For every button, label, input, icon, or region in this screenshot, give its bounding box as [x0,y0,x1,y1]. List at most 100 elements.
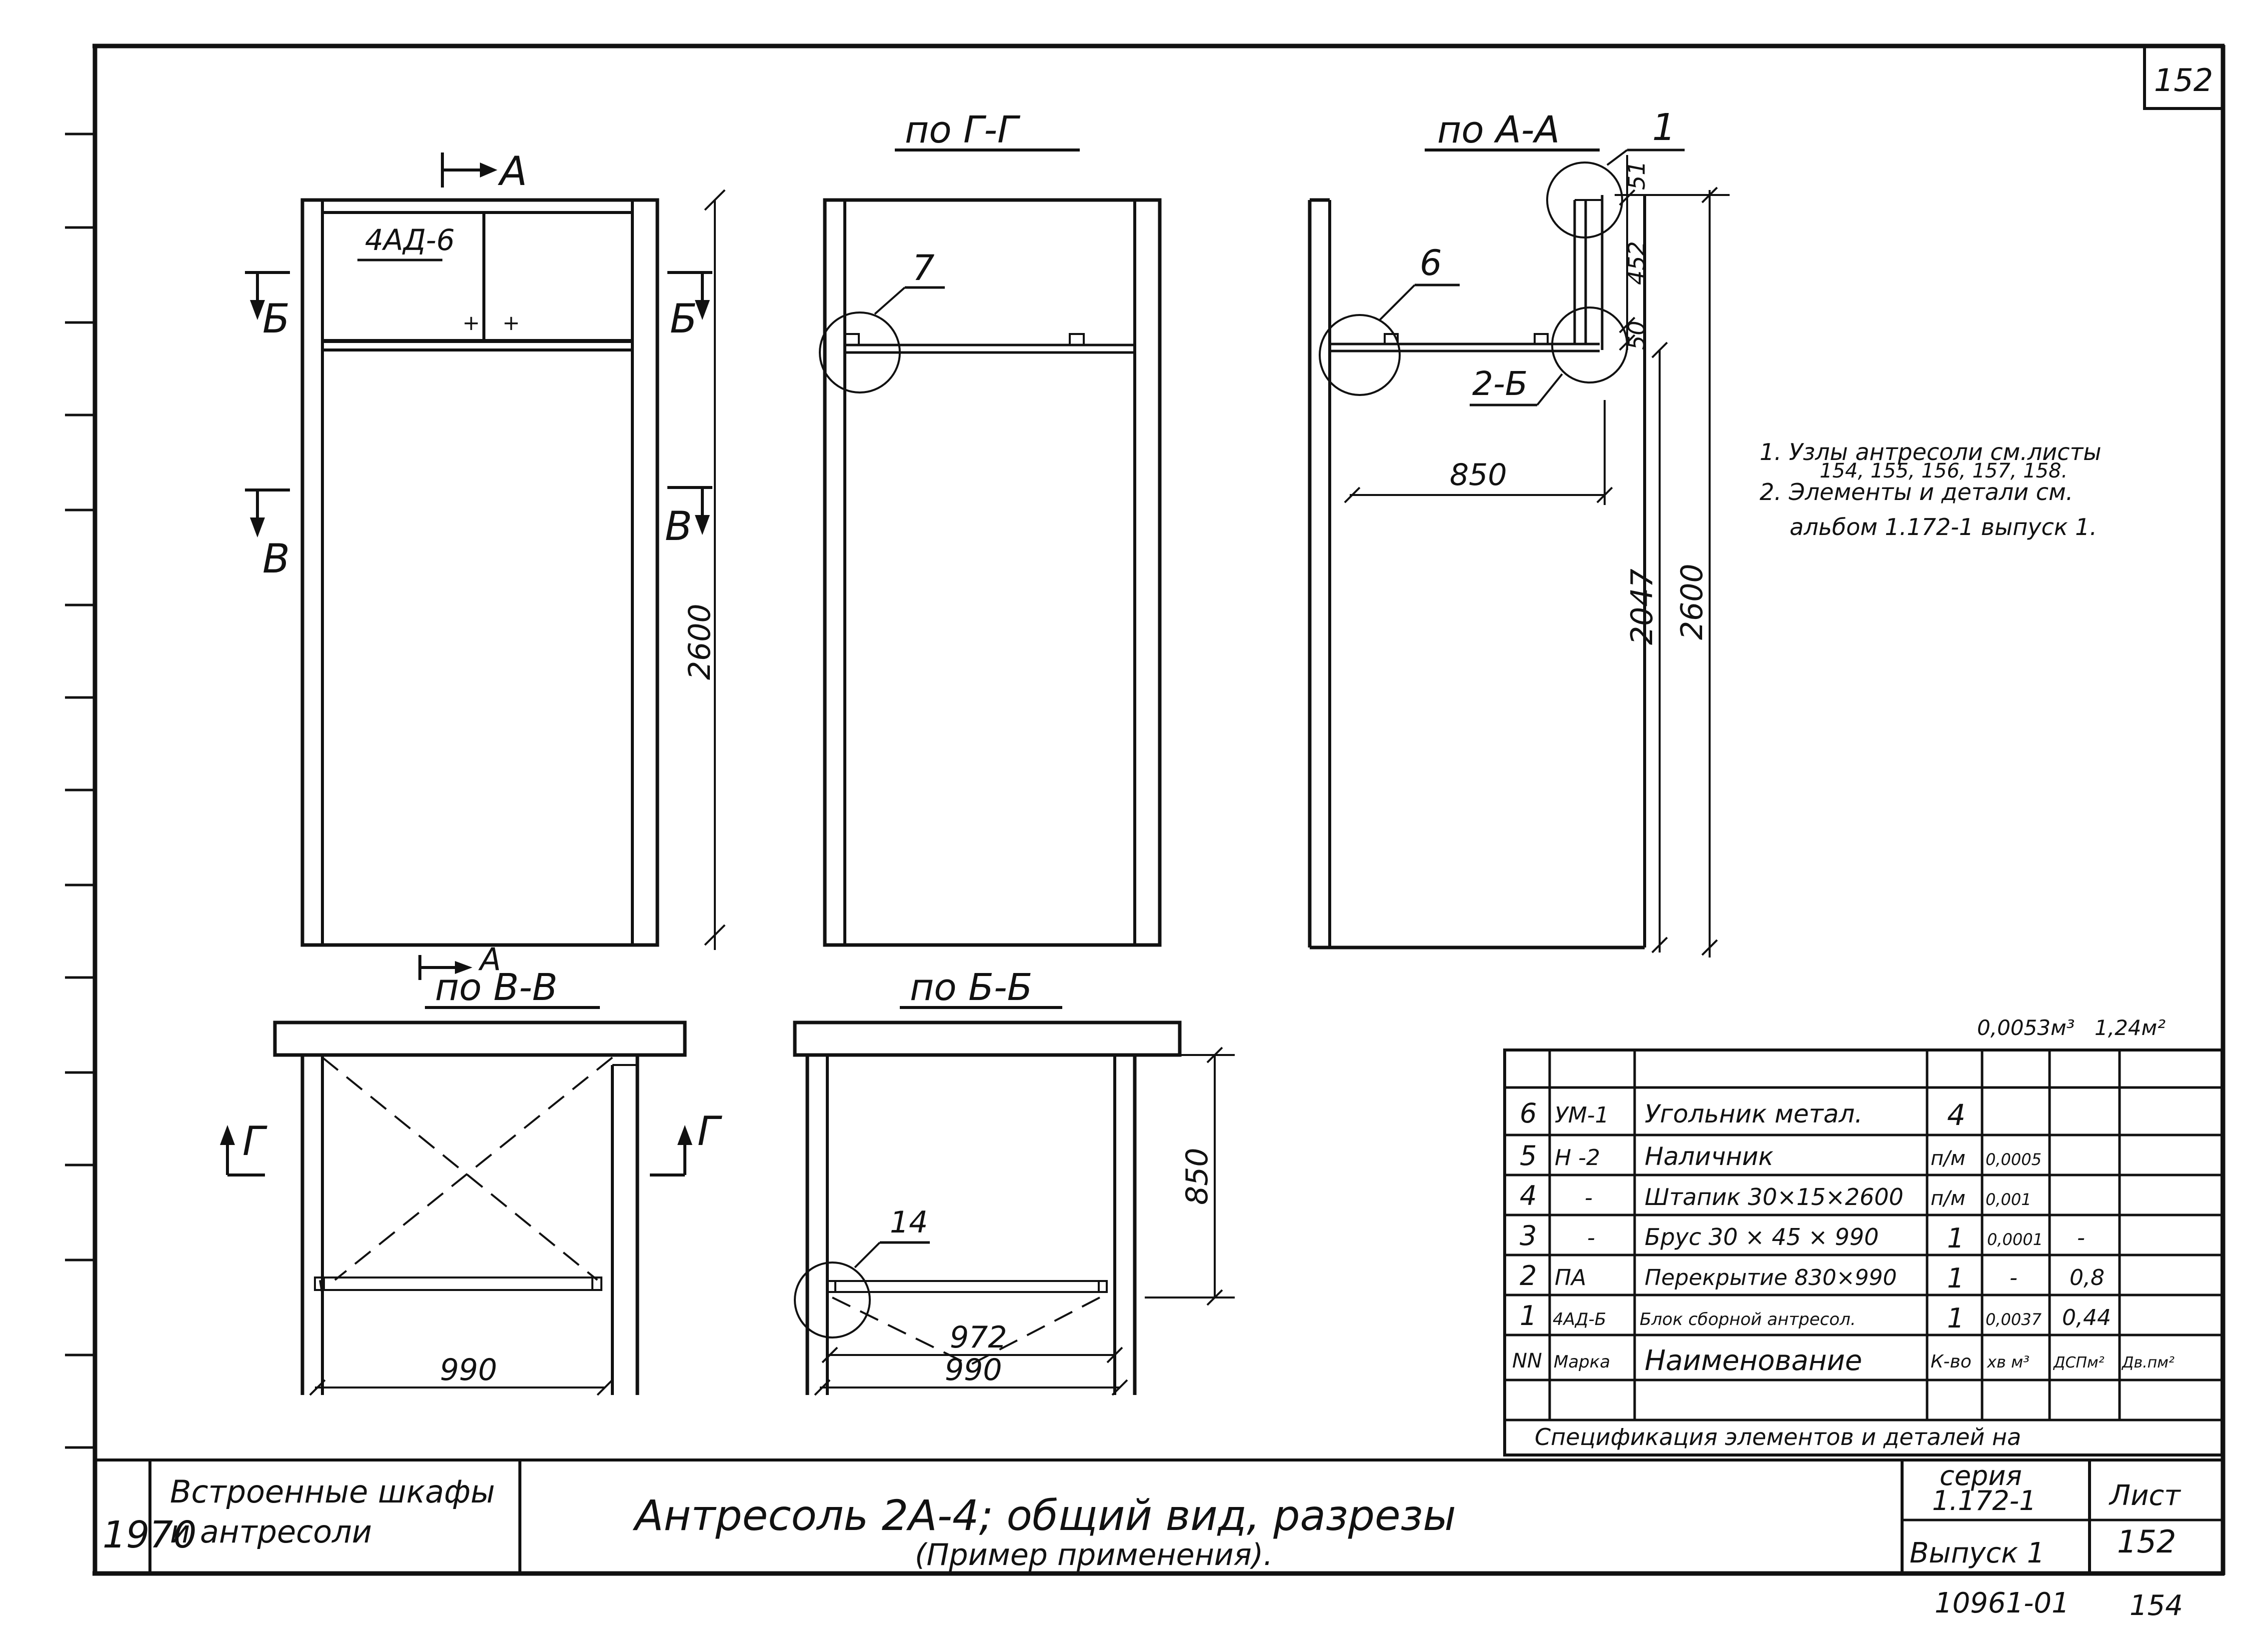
spec-cell-nn: 3 [1520,1220,1537,1252]
stamp-bottom-right: 154 [2130,1590,2183,1622]
spec-cell-c2: 0,8 [2070,1265,2105,1290]
section-a-callout-1: 1 [1652,106,1676,149]
section-v-cut-a: А [478,941,501,978]
plus-mark: + [502,310,520,335]
section-g-title: по Г-Г [905,108,1021,152]
section-a-dim-850: 850 [1450,458,1507,492]
spec-cell-name: Брус 30 × 45 × 990 [1645,1224,1879,1250]
section-a-dim-2047: 2047 [1625,568,1660,645]
arrow-up-icon [677,1125,692,1145]
title-block: 1970 Встроенные шкафы и антресоли Антрес… [95,1458,2223,1622]
arrow-up-icon [220,1125,235,1145]
spec-total-2: 1,24м² [2095,1016,2166,1040]
section-v-cut-g-right: Г [697,1108,722,1154]
spec-cell-name: Угольник метал. [1645,1100,1863,1128]
spec-header-row: NN Марка Наименование К-во хв м³ ДСПм² Д… [1512,1344,2175,1377]
title-subject-line-1: Встроенные шкафы [170,1474,495,1510]
section-a-dim-452: 452 [1623,241,1650,285]
front-cut-b-left: Б [262,296,290,342]
spec-caption: Спецификация элементов и деталей на [1535,1424,2021,1450]
spec-cell-c2: 0,44 [2062,1305,2111,1330]
section-a-callout-2b: 2-Б [1472,364,1528,403]
arrow-right-icon [455,961,472,974]
spec-cell-name: Перекрытие 830×990 [1645,1265,1897,1290]
spec-header-name: Наименование [1645,1344,1862,1377]
spec-cell-c1: 0,0001 [1987,1230,2043,1249]
section-a-title: по А-А [1437,108,1560,152]
sheet-value: 152 [2117,1524,2176,1560]
spec-cell-mark: 4АД-Б [1553,1310,1606,1330]
section-v-cut-g-left: Г [242,1118,267,1164]
section-g-callout: 7 [912,248,935,288]
spec-cell-mark: ПА [1555,1265,1586,1290]
spec-cell-name: Блок сборной антресол. [1640,1310,1856,1330]
section-b-callout: 14 [890,1205,928,1240]
spec-total-1: 0,0053м³ [1977,1016,2075,1040]
spec-cell-c2: - [2077,1225,2085,1250]
section-b-dim-850: 850 [1180,1148,1215,1205]
section-a: по А-А 1 6 2-Б 51 45 [1308,106,1730,958]
arrow-down-icon [250,518,265,538]
sheet-frame: 1 5 2 [65,44,2226,1576]
spec-header-nn: NN [1512,1350,1542,1372]
note-line-4: альбом 1.172-1 выпуск 1. [1790,514,2097,540]
spec-cell-nn: 1 [1520,1300,1537,1332]
front-cut-a: А [497,148,527,194]
section-a-callout-6: 6 [1420,242,1442,284]
spec-cell-qty: 1 [1947,1262,1964,1294]
arrow-right-icon [480,162,497,178]
spec-cell-nn: 2 [1520,1260,1537,1292]
notes: 1. Узлы антресоли см.листы 154, 155, 156… [1760,438,2102,540]
spec-header-c1: хв м³ [1987,1352,2030,1372]
series-value: 1.172-1 [1932,1485,2036,1516]
spec-cell-c1: 0,001 [1986,1190,2032,1209]
spec-cell-nn: 4 [1520,1180,1537,1212]
spec-cell-c1: 0,0005 [1986,1150,2042,1169]
spec-row: 2 ПА Перекрытие 830×990 1 - 0,8 [1520,1260,2105,1294]
arrow-down-icon [695,300,710,320]
arrow-down-icon [695,515,710,535]
spec-table: 0,0053м³ 1,24м² 6 УМ-1 Угольник метал. 4 [1503,1016,2224,1456]
issue-label: Выпуск 1 [1910,1537,2045,1570]
section-b-dim-990: 990 [945,1352,1002,1388]
section-b-dim-972: 972 [950,1320,1007,1355]
front-dim-height: 2600 [682,604,717,680]
spec-cell-qty: 1 [1947,1222,1964,1254]
front-cut-v-left: В [262,536,290,582]
spec-cell-c1: - [2010,1265,2018,1290]
spec-cell-nn: 5 [1520,1140,1537,1172]
section-b: по Б-Б 14 850 972 990 [793,966,1235,1396]
spec-row: 4 - Штапик 30×15×2600 п/м 0,001 [1520,1180,2032,1212]
sheet-label: Лист [2109,1480,2181,1512]
section-g: по Г-Г 7 [819,108,1162,947]
spec-cell-qty: 4 [1947,1098,1966,1132]
spec-row: 5 Н -2 Наличник п/м 0,0005 [1520,1140,2042,1172]
spec-cell-c1: 0,0037 [1986,1310,2042,1329]
front-cut-v-right: В [665,503,692,550]
front-block-label: 4АД-6 [365,223,455,257]
spec-cell-qty: 1 [1947,1302,1964,1334]
spec-row: 6 УМ-1 Угольник метал. 4 [1520,1098,1966,1132]
section-v-dim-990: 990 [440,1352,497,1388]
spec-cell-nn: 6 [1520,1098,1537,1129]
title-subtitle: (Пример применения). [915,1538,1273,1572]
plus-mark: + [462,310,480,335]
spec-cell-qty: п/м [1931,1147,1966,1170]
spec-header-qty: К-во [1931,1352,1972,1372]
note-line-2: 154, 155, 156, 157, 158. [1820,460,2068,482]
section-a-dim-51: 51 [1623,160,1650,190]
spec-row: 3 - Брус 30 × 45 × 990 1 0,0001 - [1520,1220,2085,1254]
arrow-down-icon [250,300,265,320]
section-b-title: по Б-Б [910,966,1032,1009]
spec-cell-mark: - [1585,1185,1593,1210]
spec-cell-mark: Н -2 [1555,1145,1600,1170]
spec-header-mark: Марка [1554,1352,1610,1372]
title-year: 1970 [102,1514,196,1556]
spec-cell-mark: УМ-1 [1555,1102,1609,1128]
section-a-dim-2600: 2600 [1675,564,1710,640]
section-a-dim-50: 50 [1623,320,1650,350]
title-main: Антресоль 2А-4; общий вид, разрезы [632,1491,1456,1540]
spec-cell-name: Наличник [1645,1142,1774,1171]
note-line-1: 1. Узлы антресоли см.листы [1760,438,2102,466]
